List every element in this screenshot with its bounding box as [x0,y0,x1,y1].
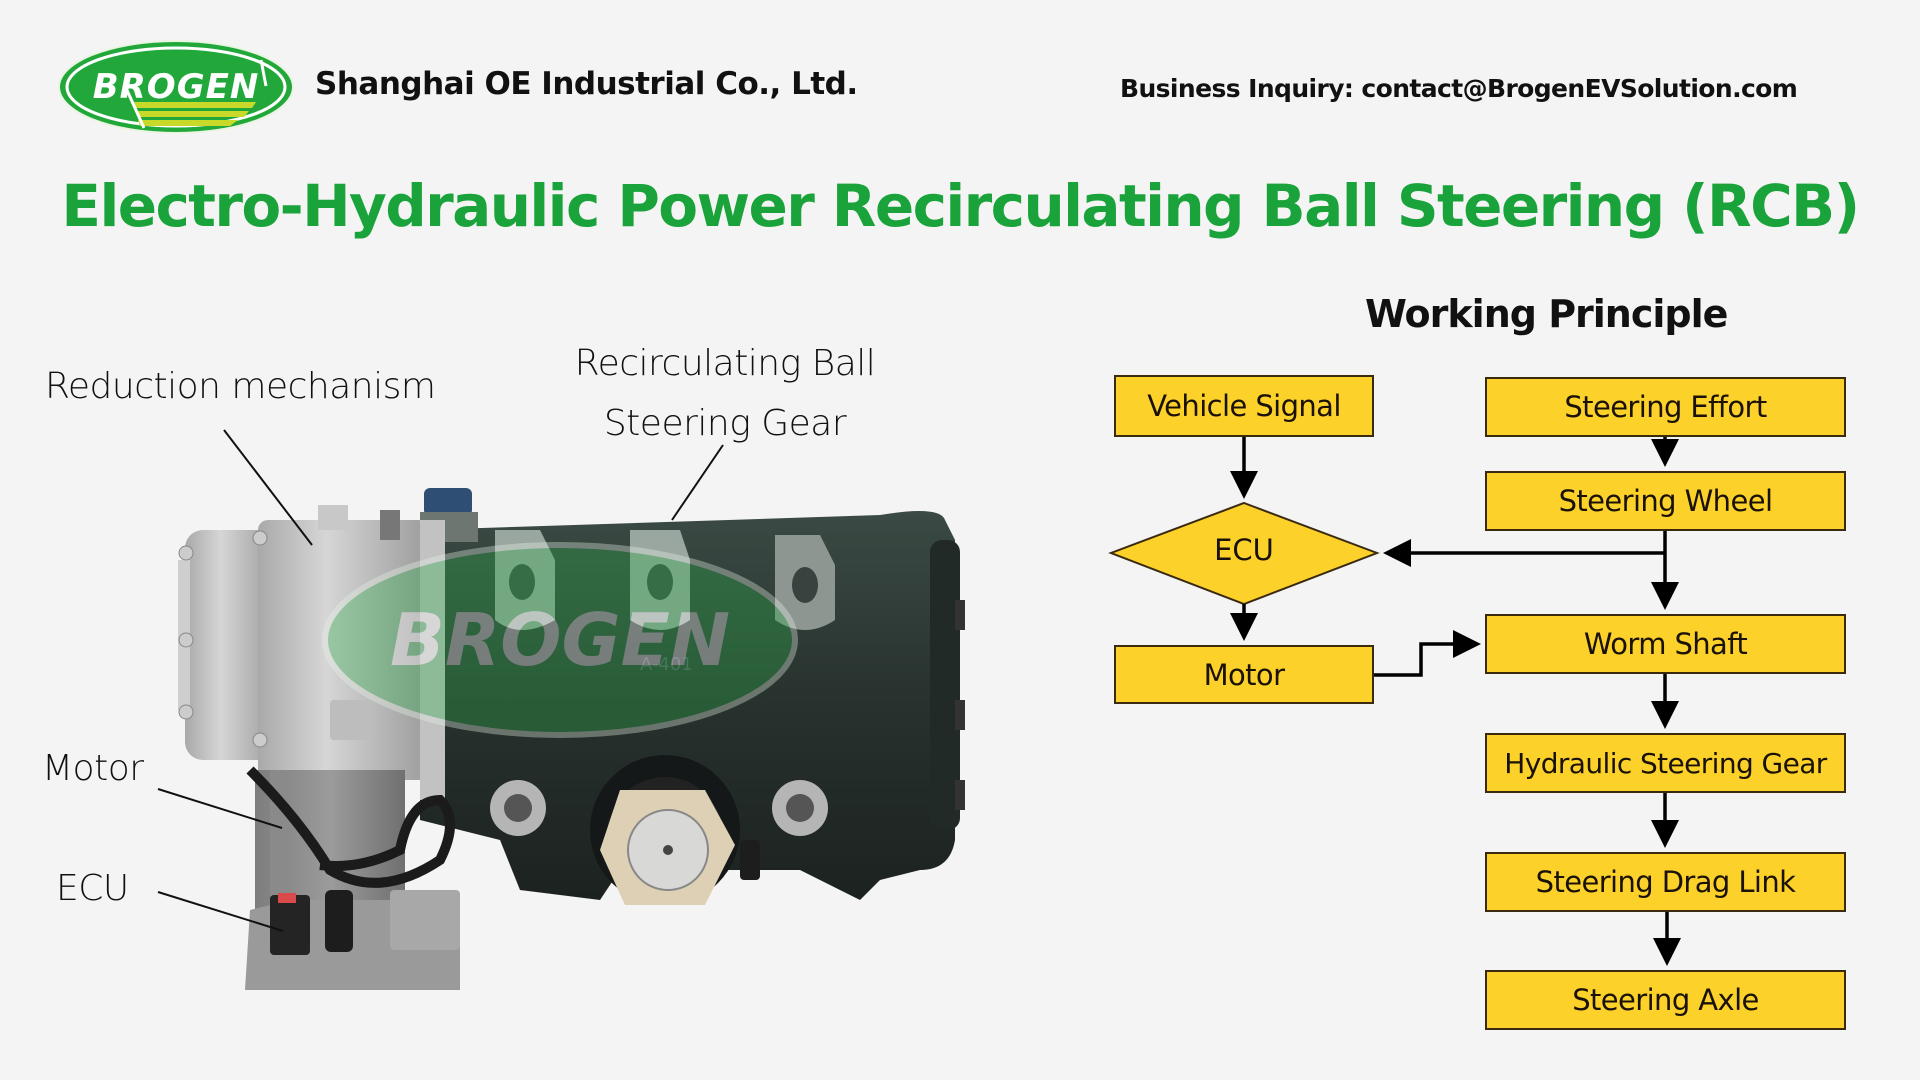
port-boss [495,530,555,630]
label-motor: Motor [42,748,144,789]
mount-ear [490,780,546,836]
node-steering-effort: Steering Effort [1485,377,1846,437]
node-vehicle-signal: Vehicle Signal [1114,375,1374,437]
label-line: Steering Gear [603,403,847,444]
port-boss [775,535,835,630]
casting-mark: A-401 [640,654,693,675]
leader-line-gear [671,444,724,521]
motor-cable [246,766,455,888]
brogen-logo: BROGEN [58,40,294,134]
bleed-cap [424,488,472,516]
node-worm-shaft: Worm Shaft [1485,614,1846,674]
mount-ear [772,780,828,836]
label-reduction-mechanism: Reduction mechanism [45,366,436,407]
node-steering-wheel: Steering Wheel [1485,471,1846,531]
leader-line-motor [157,788,283,829]
motor-body [246,766,455,950]
reduction-mechanism [178,505,445,800]
company-name: Shanghai OE Industrial Co., Ltd. [315,66,858,102]
recirculating-ball-gear-housing: A-401 [420,488,965,905]
node-motor: Motor [1114,645,1374,704]
ecu-connector [270,895,310,955]
arrow-motor-to-worm [1374,630,1481,677]
label-recirculating-ball-gear: Recirculating Ball Steering Gear [560,334,890,454]
label-line: Recirculating Ball [574,343,876,384]
leader-line-ecu [157,891,284,932]
label-ecu: ECU [56,868,129,909]
working-principle-title: Working Principle [1365,292,1728,336]
watermark: BROGEN [322,542,798,738]
port-boss [630,530,690,630]
node-hydraulic-steering-gear: Hydraulic Steering Gear [1485,733,1846,793]
node-ecu: ECU [1214,533,1274,567]
logo-text: BROGEN [93,67,260,107]
page-title: Electro-Hydraulic Power Recirculating Ba… [61,172,1860,240]
logo-stripes [134,102,256,126]
ecu-unit [245,890,460,990]
business-inquiry[interactable]: Business Inquiry: contact@BrogenEVSoluti… [1120,74,1798,103]
svg-text:BROGEN: BROGEN [390,598,730,682]
node-steering-axle: Steering Axle [1485,970,1846,1030]
node-steering-drag-link: Steering Drag Link [1485,852,1846,912]
leader-line-reduction [223,429,313,546]
output-shaft-nut [600,790,735,905]
